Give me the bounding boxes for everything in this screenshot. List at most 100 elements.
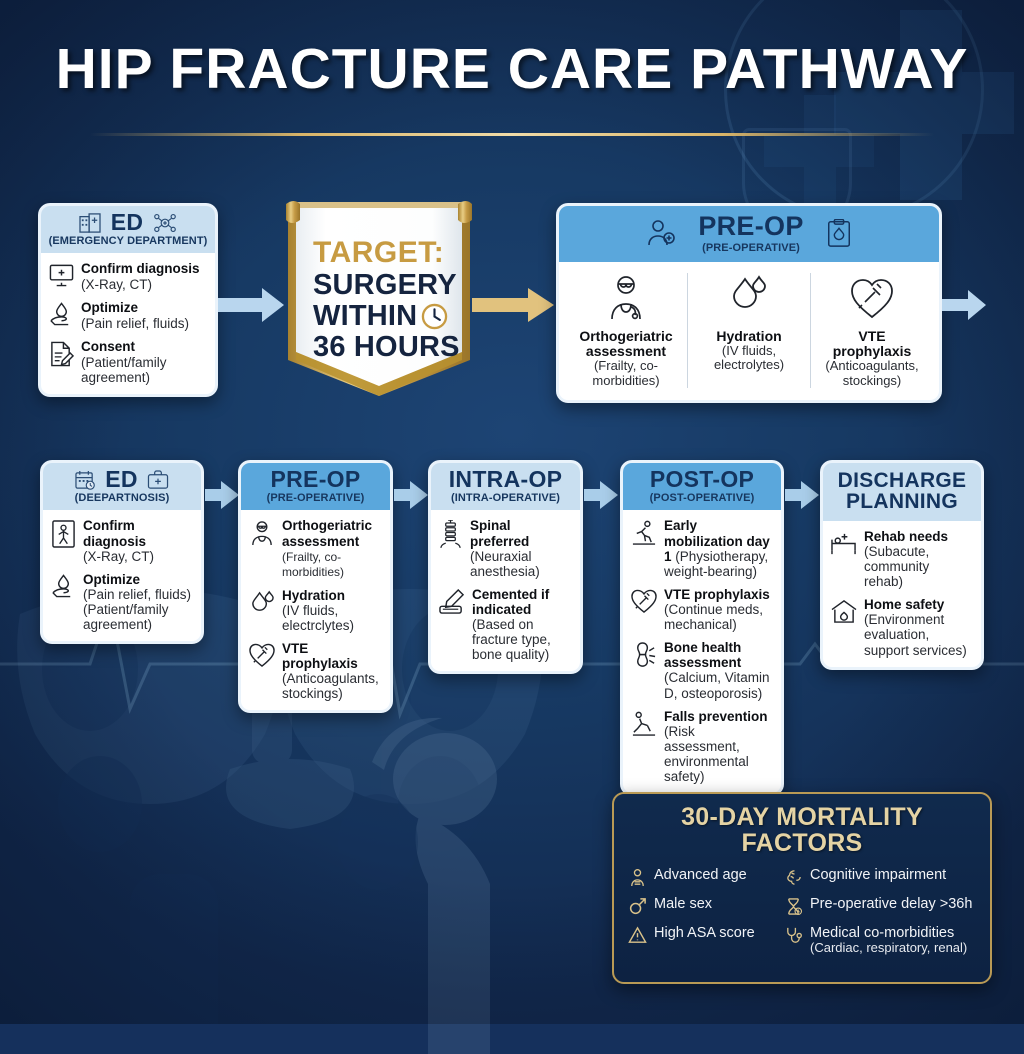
- list-item: Pre-operative delay >36h: [784, 896, 976, 916]
- list-item-label: VTE prophylaxis: [282, 640, 358, 671]
- pathway-card-intraop-subtitle: (INTRA-OPERATIVE): [450, 492, 561, 505]
- pathway-card-preop-subtitle: (PRE-OPERATIVE): [266, 492, 365, 505]
- preop-panel[interactable]: PRE-OP (PRE-OPERATIVE) Orthogeriatric as…: [556, 203, 942, 403]
- list-item-detail: (Pain relief, fluids) (Patient/family ag…: [83, 586, 192, 633]
- stethoscope-icon: [787, 927, 802, 943]
- hand-drop-icon: [49, 300, 74, 331]
- banner-text: TARGET: SURGERY WITHIN 36 HOURS: [286, 200, 472, 363]
- heart-syringe-icon: [249, 641, 275, 701]
- pathway-card-preop[interactable]: PRE-OP (PRE-OPERATIVE) Orthogeriatric as…: [238, 460, 393, 714]
- list-item-detail: (Risk assessment, environmental safety): [664, 723, 749, 785]
- pathway-card-discharge-title: DISCHARGE PLANNING: [837, 469, 967, 514]
- list-item-label: Home safety: [864, 597, 945, 613]
- geriatrician-icon: [611, 275, 641, 319]
- pathway-card-intraop-header: INTRA-OP (INTRA-OPERATIVE): [431, 463, 580, 511]
- water-drop-icon: [249, 588, 275, 633]
- arrow-postop-to-discharge: [785, 481, 819, 509]
- pathway-card-postop[interactable]: POST-OP (POST-OPERATIVE) Early mobilizat…: [620, 460, 784, 797]
- list-item-label: Confirm diagnosis: [81, 261, 200, 277]
- water-drop-icon: [733, 274, 766, 308]
- banner-ribbon: [286, 201, 472, 396]
- preop-column-detail: (Anticoagulants, stockings): [825, 358, 919, 388]
- list-item-label: Spinal preferred: [470, 518, 530, 549]
- list-item: Orthogeriatric assessment (Frailty, co-m…: [249, 518, 381, 579]
- list-item: Optimize (Pain relief, fluids): [49, 300, 206, 331]
- list-item-label: VTE prophylaxis: [664, 586, 770, 602]
- list-item-detail: (Patient/family agreement): [81, 354, 167, 385]
- list-item-label: Male sex: [654, 895, 713, 912]
- list-item-detail: (Cardiac, respiratory, renal): [810, 940, 968, 956]
- target-banner: TARGET: SURGERY WITHIN 36 HOURS: [286, 200, 472, 400]
- list-item: Medical co-morbidities (Cardiac, respira…: [784, 925, 976, 956]
- pathway-card-discharge-body: Rehab needs (Subacute, community rehab) …: [823, 521, 981, 667]
- mortality-title-line-2: FACTORS: [741, 829, 863, 858]
- monitor-icon: [49, 261, 74, 292]
- pathway-card-postop-subtitle: (POST-OPERATIVE): [649, 492, 755, 505]
- preop-column-label: VTE prophylaxis: [832, 327, 912, 359]
- pathway-card-intraop[interactable]: INTRA-OP (INTRA-OPERATIVE) Spinal prefer…: [428, 460, 583, 675]
- preop-panel-header: PRE-OP (PRE-OPERATIVE): [559, 206, 939, 262]
- column-divider: [810, 272, 811, 388]
- list-item-detail: (Subacute, community rehab): [864, 543, 930, 590]
- pathway-card-ed[interactable]: ED (DEEPARTNOSIS) Confirm diagnosis (X-R…: [40, 460, 204, 645]
- pathway-card-postop-title: POST-OP: [649, 466, 755, 492]
- ed-card-top[interactable]: ED (EMERGENCY DEPARTMENT) Confirm diagno…: [38, 203, 218, 397]
- pathway-card-intraop-title: INTRA-OP: [448, 466, 563, 492]
- pathway-card-discharge-header: DISCHARGE PLANNING: [823, 463, 981, 521]
- list-item: VTE prophylaxis (Anticoagulants, stockin…: [249, 641, 381, 701]
- bone-joint-icon: [631, 640, 657, 700]
- elderly-person-icon: [631, 868, 644, 886]
- arrow-ed-to-target: [218, 288, 284, 322]
- list-item-label: Rehab needs: [864, 528, 949, 544]
- heart-syringe-icon: [631, 587, 657, 632]
- list-item: Spinal preferred (Neuraxial anesthesia): [439, 518, 571, 579]
- pathway-card-postop-body: Early mobilization day 1 (Physiotherapy,…: [623, 510, 781, 793]
- banner-line-2: SURGERY: [313, 269, 457, 301]
- mortality-left-column: Advanced age Male sex High ASA score: [628, 867, 778, 966]
- list-item-detail: (X-Ray, CT): [83, 548, 154, 564]
- list-item: Male sex: [628, 895, 778, 916]
- list-item: Rehab needs (Subacute, community rehab): [831, 529, 972, 589]
- list-item-detail: (Based on fracture type, bone quality): [472, 617, 551, 663]
- arrow-ed-to-preop: [205, 481, 239, 509]
- list-item-detail: (Neuraxial anesthesia): [470, 548, 540, 579]
- pathway-card-ed-body: Confirm diagnosis (X-Ray, CT) Optimize (…: [43, 510, 201, 641]
- male-sign-icon: [629, 897, 646, 914]
- pathway-card-discharge[interactable]: DISCHARGE PLANNING Rehab needs (Subacute…: [820, 460, 984, 670]
- list-item: Consent (Patient/family agreement): [49, 339, 206, 385]
- ed-card-top-title: ED: [110, 209, 144, 235]
- list-item-label: High ASA score: [654, 924, 755, 941]
- pathway-card-postop-header: POST-OP (POST-OPERATIVE): [623, 463, 781, 511]
- preop-column-assessment: Orthogeriatric assessment (Frailty, co-m…: [565, 273, 687, 388]
- ed-card-top-header: ED (EMERGENCY DEPARTMENT): [41, 206, 215, 254]
- hand-drop-icon: [51, 572, 76, 632]
- list-item: Confirm diagnosis (X-Ray, CT): [49, 261, 206, 292]
- ed-card-top-body: Confirm diagnosis (X-Ray, CT) Optimize (…: [41, 253, 215, 393]
- doctor-icon: [648, 220, 676, 246]
- list-item-detail: (Calcium, Vitamin D, osteoporosis): [664, 670, 770, 701]
- arrow-target-to-preop: [472, 288, 554, 322]
- title-divider: [90, 133, 934, 136]
- mortality-factors-panel: 30-DAY MORTALITY FACTORS Advanced age Ma…: [612, 792, 992, 984]
- warning-triangle-icon: [628, 925, 647, 943]
- xray-icon: [51, 518, 76, 563]
- list-item-detail: (X-Ray, CT): [81, 276, 152, 292]
- preop-column-label: Orthogeriatric assessment: [579, 327, 673, 359]
- pathway-card-ed-title: ED: [105, 466, 138, 492]
- pathway-card-preop-title: PRE-OP: [270, 466, 361, 492]
- calendar-clock-icon: [75, 470, 96, 490]
- list-item-detail: (Anticoagulants, stockings): [282, 671, 379, 702]
- list-item: High ASA score: [628, 924, 778, 945]
- list-item-label: Consent: [81, 339, 135, 355]
- cement-icon: [439, 587, 465, 663]
- list-item-label: Optimize: [83, 571, 141, 587]
- preop-panel-body: Orthogeriatric assessment (Frailty, co-m…: [559, 262, 939, 400]
- list-item-label: Early mobilization day 1: [664, 518, 770, 564]
- list-item-label: Cognitive impairment: [810, 866, 947, 883]
- list-item-label: Optimize: [81, 300, 139, 316]
- preop-column-detail: (Frailty, co-morbidities): [592, 358, 660, 388]
- home-safety-icon: [831, 597, 857, 657]
- walking-rehab-icon: [631, 518, 657, 578]
- preop-column-hydration: Hydration (IV fluids, electrolytes): [688, 273, 810, 388]
- column-divider: [687, 272, 688, 388]
